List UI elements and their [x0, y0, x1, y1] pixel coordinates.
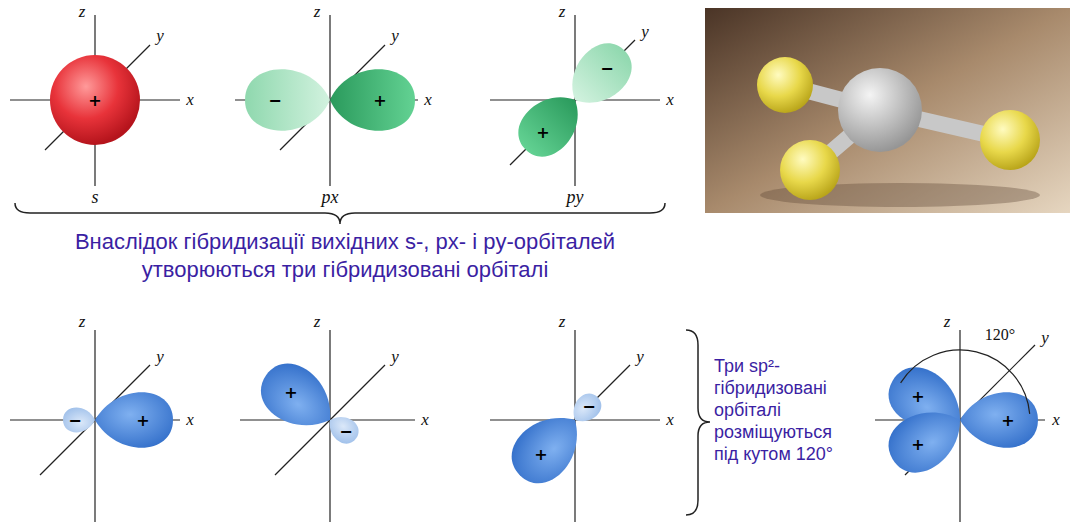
sign-label: + [536, 123, 549, 142]
axis-label: z [314, 2, 321, 22]
coordinate-axes [10, 330, 1045, 522]
sign-label: + [911, 387, 924, 406]
axis-label: z [314, 312, 321, 332]
y-axis [520, 365, 630, 475]
sign-label: + [284, 383, 297, 402]
axis-label: x [1052, 410, 1060, 430]
axis-label: x [421, 410, 429, 430]
hybrid-lobe [500, 400, 594, 494]
sign-label: − [268, 91, 281, 110]
sign-label: + [136, 411, 149, 430]
axis-label: y [641, 22, 649, 42]
sign-label: − [339, 422, 352, 441]
axis-label: y [1041, 328, 1049, 348]
hybrid-lobe [95, 392, 173, 448]
model-atom [838, 68, 922, 152]
p-orbital-lobe [508, 82, 593, 167]
hybrid-lobe-small [63, 408, 95, 433]
axis-label: y [636, 347, 644, 367]
p-orbital-lobe [245, 69, 330, 131]
hybrid-lobe [250, 353, 346, 443]
sign-label: − [68, 411, 81, 430]
axis-label: y [156, 347, 164, 367]
sign-label: + [88, 91, 101, 110]
hybrid-lobe [960, 392, 1038, 448]
axis-label: z [79, 312, 86, 332]
s-orbital [50, 55, 140, 145]
sign-label: + [1001, 411, 1014, 430]
molecule-photo [705, 8, 1070, 213]
y-axis [45, 45, 150, 150]
sign-label: + [911, 435, 924, 454]
axis-label: y [391, 347, 399, 367]
axis-label: z [559, 2, 566, 22]
sign-label: − [582, 397, 595, 416]
hybrid-lobe [879, 396, 974, 483]
axis-label: x [186, 410, 194, 430]
axis-label: y [391, 26, 399, 46]
axis-label: x [424, 90, 432, 110]
note-text: Три sp²-гібридизовані орбіталі розміщуют… [714, 355, 854, 465]
model-atom [757, 57, 813, 113]
note-text: Внаслідок гібридизації вихідних s-, px- … [5, 228, 685, 284]
model-atom [780, 140, 840, 200]
sign-label: − [600, 59, 613, 78]
angle-arc [901, 350, 1030, 414]
sign-label: + [534, 445, 547, 464]
p-orbital-lobe [330, 69, 415, 131]
axis-label: x [186, 90, 194, 110]
axis-label: y [156, 26, 164, 46]
orbital-name: s [91, 187, 98, 208]
grouping-brace [686, 330, 710, 515]
axis-label: z [559, 312, 566, 332]
orbital-name: px [322, 187, 339, 208]
orbital-name: py [567, 187, 584, 208]
model-atom [980, 110, 1040, 170]
sign-label: + [373, 91, 386, 110]
axis-label: z [79, 2, 86, 22]
z-axis [94, 330, 95, 522]
axis-label: z [944, 312, 951, 332]
photo-background [705, 8, 1070, 213]
axis-label: x [666, 410, 674, 430]
axis-label: x [666, 90, 674, 110]
coordinate-axes [10, 15, 660, 186]
angle-label: 120° [985, 326, 1015, 344]
